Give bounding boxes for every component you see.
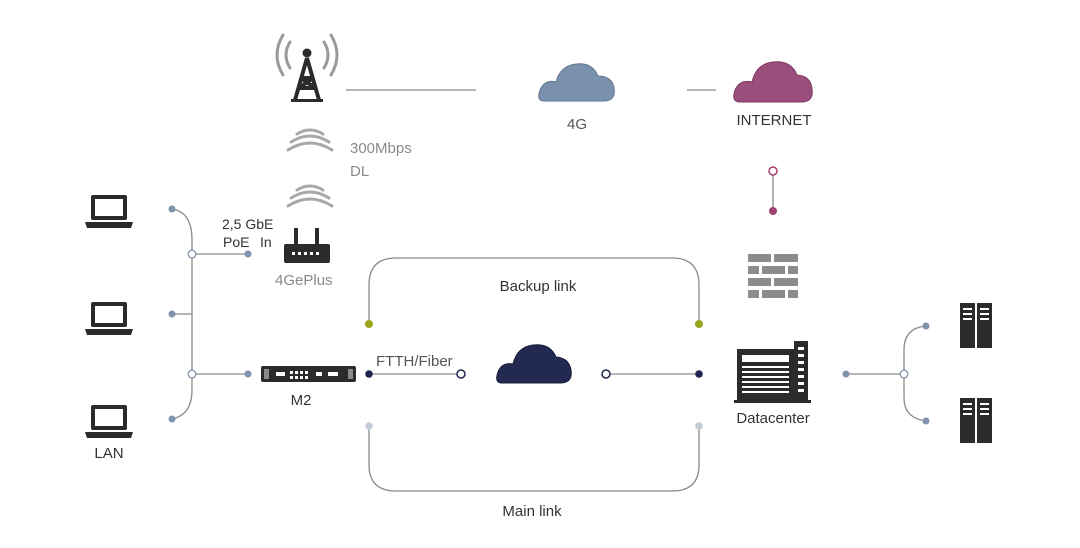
fiber-node-right-open (601, 369, 611, 379)
laptop-icon-middle (85, 302, 133, 335)
backup-link-path (368, 257, 700, 324)
fiber-node-left-open (456, 369, 466, 379)
server-tree-nodes (842, 322, 930, 425)
router-4geplus-icon (284, 228, 330, 263)
poe-label: PoE (223, 234, 249, 250)
backup-link-node-right (695, 320, 703, 328)
in-label: In (260, 234, 272, 250)
server-icon-bottom (960, 398, 992, 443)
internet-firewall-link (768, 166, 778, 215)
cloud-fiber-icon (496, 344, 572, 384)
cloud-internet-icon (733, 61, 813, 103)
datacenter-icon (734, 341, 811, 403)
server-tree-links (846, 325, 927, 422)
main-link-label: Main link (502, 503, 562, 520)
ftth-fiber-label: FTTH/Fiber (376, 353, 453, 370)
gbe-label: 2,5 GbE (222, 216, 273, 232)
datacenter-label: Datacenter (736, 410, 809, 427)
cloud-4g-icon (538, 63, 615, 102)
laptop-icon-bottom (85, 405, 133, 438)
internet-label: INTERNET (737, 112, 812, 129)
speed-label-line1: 300Mbps (350, 140, 412, 157)
main-link-path (368, 426, 700, 492)
speed-label-line2: DL (350, 163, 369, 180)
cell-tower-icon (275, 33, 339, 102)
backup-link-node-left (365, 320, 373, 328)
router-4geplus-label: 4GePlus (275, 272, 333, 289)
firewall-icon (748, 254, 798, 298)
wifi-signal-icon (286, 128, 334, 208)
lan-tree-nodes (168, 205, 252, 423)
lan-tree-links (171, 208, 248, 420)
server-icon-top (960, 303, 992, 348)
main-link-node-left (365, 422, 373, 430)
fiber-node-right (695, 370, 703, 378)
m2-label: M2 (291, 392, 312, 409)
main-link-node-right (695, 422, 703, 430)
lan-label: LAN (94, 445, 123, 462)
cloud-4g-label: 4G (567, 116, 587, 133)
fiber-node-left (365, 370, 373, 378)
backup-link-label: Backup link (500, 278, 577, 295)
switch-m2-icon (261, 366, 356, 382)
laptop-icon-top (85, 195, 133, 228)
